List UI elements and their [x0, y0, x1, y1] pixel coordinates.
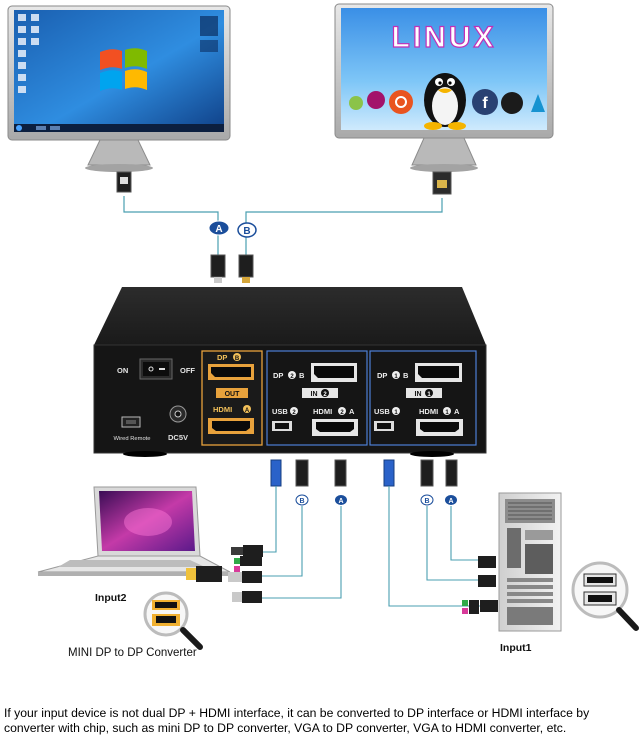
svg-text:HDMI: HDMI	[313, 407, 332, 416]
svg-text:1: 1	[394, 374, 398, 380]
input1-cables	[388, 486, 480, 607]
svg-text:DP: DP	[377, 371, 387, 380]
svg-text:2: 2	[290, 374, 294, 380]
svg-text:B: B	[235, 356, 240, 362]
svg-text:1: 1	[445, 410, 449, 416]
dc5v-port	[169, 405, 187, 423]
out-banner: OUT	[216, 388, 248, 398]
vga-connector-monitor-b	[432, 171, 452, 195]
on-label: ON	[117, 366, 128, 375]
dp-connector-b	[238, 254, 254, 283]
in1-banner: IN 1	[406, 388, 442, 398]
badge-a-in1: A	[445, 495, 457, 505]
svg-text:B: B	[299, 498, 304, 505]
monitor-linux: LINUX f	[334, 3, 554, 172]
badge-b-in2: B	[295, 494, 309, 506]
svg-text:1: 1	[394, 410, 398, 416]
ubuntu-logo-icon	[389, 90, 413, 114]
power-switch[interactable]	[139, 358, 173, 380]
badge-a-in2: A	[335, 495, 347, 505]
mini-dp-adapter	[186, 566, 222, 582]
hdmi-out-port	[208, 418, 254, 434]
badge-b-in1: B	[420, 494, 434, 506]
converter-label: MINI DP to DP Converter	[68, 647, 197, 659]
laptop-cable-plugs	[228, 545, 263, 603]
laptop-input2	[37, 486, 231, 576]
caption: If your input device is not dual DP + HD…	[4, 706, 640, 736]
svg-text:B: B	[243, 226, 250, 237]
distro-logos: f	[349, 89, 545, 115]
dp-out-port	[208, 364, 254, 380]
usb1-port	[374, 421, 394, 431]
svg-text:HDMI: HDMI	[419, 407, 438, 416]
caption-line-2: converter with chip, such as mini DP to …	[4, 721, 567, 735]
dp-in2-port	[311, 363, 357, 382]
usb2-label: USB 2	[272, 407, 298, 416]
usb2-port	[272, 421, 292, 431]
hdmi-in2-port	[312, 419, 358, 436]
arch-logo-icon	[531, 94, 545, 112]
hdmi-connector-a	[210, 254, 226, 283]
svg-text:A: A	[215, 224, 222, 235]
top-cables	[123, 196, 443, 255]
svg-text:A: A	[245, 408, 250, 414]
desktop-tower-input1	[498, 492, 562, 632]
wired-remote-port	[121, 416, 141, 428]
svg-text:2: 2	[340, 410, 344, 416]
tux-penguin-icon	[424, 73, 466, 130]
dc5v-label: DC5V	[168, 433, 188, 442]
input2-cables	[262, 486, 342, 599]
linux-title: LINUX	[392, 21, 497, 54]
svg-text:B: B	[403, 371, 409, 380]
hdmi-a-in2-label: HDMI 2 A	[313, 407, 355, 416]
svg-text:OUT: OUT	[225, 391, 241, 398]
svg-text:2: 2	[292, 410, 296, 416]
svg-text:DP: DP	[273, 371, 283, 380]
fedora-logo-icon	[472, 89, 498, 115]
svg-text:A: A	[338, 498, 343, 505]
hdmi-a-in1-label: HDMI 1 A	[419, 407, 460, 416]
in2-banner: IN 2	[302, 388, 338, 398]
monitor-windows	[7, 5, 231, 172]
hdmi-in1-port	[416, 419, 463, 436]
badge-b: B	[237, 222, 257, 238]
dp-b-in2-label: DP 2 B	[273, 371, 305, 380]
svg-text:IN: IN	[311, 391, 318, 398]
svg-text:2: 2	[323, 392, 327, 398]
dp-b-out-label: DP B	[217, 353, 241, 362]
port-magnifier-icon	[571, 561, 639, 631]
svg-text:B: B	[424, 498, 429, 505]
mint-logo-icon	[349, 96, 363, 110]
debian-logo-icon	[367, 91, 385, 109]
dp-connector-monitor-a	[116, 171, 132, 193]
wired-remote-label: Wired Remote	[113, 436, 150, 442]
svg-text:f: f	[482, 95, 488, 112]
svg-text:USB: USB	[374, 407, 390, 416]
svg-text:DP: DP	[217, 353, 227, 362]
kvm-switch: ON OFF Wired Remote DC5V DP B	[93, 287, 487, 457]
input1-label: Input1	[500, 642, 532, 654]
svg-text:USB: USB	[272, 407, 288, 416]
svg-text:A: A	[448, 498, 453, 505]
usb1-label: USB 1	[374, 407, 400, 416]
svg-text:1: 1	[427, 392, 431, 398]
svg-text:B: B	[299, 371, 305, 380]
dp-b-in1-label: DP 1 B	[377, 371, 409, 380]
off-label: OFF	[180, 366, 195, 375]
svg-text:A: A	[454, 407, 460, 416]
hdmi-a-out-label: HDMI A	[213, 405, 251, 414]
svg-text:HDMI: HDMI	[213, 405, 232, 414]
pclinuxos-logo-icon	[501, 92, 523, 114]
svg-text:IN: IN	[415, 391, 422, 398]
badge-a: A	[208, 220, 230, 236]
desktop-cable-plugs	[462, 556, 498, 614]
input2-label: Input2	[95, 592, 127, 604]
windows-logo-icon	[100, 48, 147, 91]
caption-line-1: If your input device is not dual DP + HD…	[4, 706, 590, 720]
svg-text:A: A	[349, 407, 355, 416]
kvm-bottom-connectors	[270, 459, 458, 487]
converter-magnifier-icon	[143, 591, 203, 650]
dp-in1-port	[415, 363, 462, 382]
